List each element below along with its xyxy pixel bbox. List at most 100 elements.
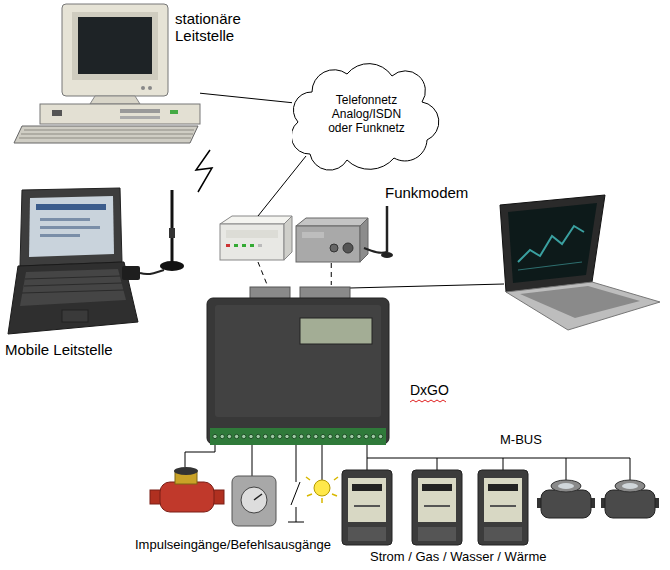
service-laptop	[518, 262, 582, 270]
controller-device	[207, 287, 389, 445]
electricity-meter	[478, 470, 528, 545]
analog-modem	[242, 244, 246, 247]
controller: DxGO	[205, 285, 390, 445]
radio-modem	[296, 226, 360, 262]
electricity-meter	[412, 470, 462, 545]
analog-modem	[220, 224, 284, 260]
controller-device	[300, 287, 350, 299]
terminal-screws	[292, 434, 296, 438]
radio-modem	[386, 206, 389, 252]
device-label: Funkmodem	[385, 184, 468, 201]
water-meter	[541, 490, 591, 518]
mbus-line	[367, 445, 368, 462]
meter-group: Strom / Gas / Wasser / Wärme	[340, 462, 662, 568]
terminal-screws	[220, 434, 224, 438]
station-label: stationäre Leitstelle	[175, 10, 257, 45]
radio-modem	[302, 232, 324, 238]
terminal-screws	[234, 434, 238, 438]
wiring	[322, 445, 323, 480]
electricity-meter	[484, 527, 522, 541]
electricity-meter	[348, 478, 386, 522]
desktop-computer	[170, 110, 178, 114]
analog-modem	[250, 244, 254, 247]
network-line	[258, 156, 306, 216]
terminal-screws	[285, 434, 289, 438]
radio-modem	[343, 243, 353, 253]
wiring	[185, 445, 215, 467]
terminal-screws	[306, 434, 310, 438]
analog-modem	[220, 216, 292, 260]
analog-modem	[226, 230, 278, 238]
service-cable	[350, 284, 504, 288]
network-cloud: Telefonnetz Analog/ISDN oder Funknetz	[292, 62, 447, 172]
controller-device	[300, 318, 372, 344]
water-meter	[601, 480, 659, 518]
mobile-laptop	[62, 310, 88, 322]
service-laptop	[518, 226, 584, 262]
water-meter	[160, 482, 214, 512]
analog-modem	[234, 244, 238, 247]
radio-link-symbol	[196, 150, 212, 192]
mobile-laptop	[36, 204, 106, 210]
desktop-computer	[148, 86, 152, 90]
electricity-meter	[422, 484, 452, 491]
analog-modem	[226, 244, 230, 247]
electricity-meter	[418, 527, 456, 541]
gas-meter	[254, 494, 262, 500]
desktop-computer	[14, 126, 198, 143]
terminal-screws	[278, 434, 282, 438]
wiring	[291, 482, 300, 505]
station-label: Mobile Leitstelle	[5, 341, 113, 358]
mobile-laptop	[8, 188, 184, 334]
io-group: Impulseingänge/Befehlsausgänge	[135, 462, 340, 556]
terminal-screws	[299, 434, 303, 438]
mobile-laptop	[22, 276, 124, 293]
water-meter	[615, 480, 645, 492]
mobile-laptop	[169, 228, 175, 238]
service-laptop	[500, 195, 660, 330]
mobile-laptop	[8, 262, 138, 334]
service-laptop	[520, 286, 640, 318]
group-label: Impulseingänge/Befehlsausgänge	[135, 538, 331, 553]
service-laptop	[506, 282, 660, 330]
bus-label: M-BUS	[500, 433, 542, 448]
terminal-screws	[328, 434, 332, 438]
terminal-screws	[213, 434, 217, 438]
io-wire	[252, 445, 253, 462]
water-meter	[605, 490, 655, 518]
network-line	[200, 93, 292, 103]
water-meter	[551, 480, 581, 492]
network-line	[258, 156, 306, 216]
device-label: DxGO	[410, 382, 449, 398]
mobile-station: Mobile Leitstelle	[5, 185, 140, 335]
cloud-outline	[292, 64, 439, 170]
terminal-screws	[335, 434, 339, 438]
analog-modem	[258, 244, 262, 247]
service-cable	[258, 262, 504, 288]
wiring	[296, 445, 297, 482]
desktop-computer	[19, 130, 194, 138]
controller-device	[215, 305, 381, 417]
water-meter	[622, 483, 638, 489]
terminal-screws	[378, 434, 382, 438]
electricity-meter	[342, 470, 392, 545]
mobile-laptop	[140, 270, 164, 274]
electricity-meter	[484, 478, 522, 522]
mobile-laptop	[29, 196, 114, 257]
service-laptop	[508, 203, 597, 283]
electricity-meter	[478, 470, 528, 545]
electricity-meter	[424, 505, 450, 507]
water-meter	[558, 483, 574, 489]
terminal-screws	[256, 434, 260, 438]
mobile-laptop	[171, 190, 174, 262]
terminal-screws	[213, 434, 383, 438]
gas-meter	[232, 476, 276, 526]
radio-modem	[296, 218, 368, 226]
terminal-screws	[249, 434, 253, 438]
network-label: Telefonnetz Analog/ISDN oder Funknetz	[320, 94, 414, 135]
desktop-computer	[90, 96, 140, 104]
wiring	[288, 507, 304, 522]
terminal-screws	[314, 434, 318, 438]
electricity-meter	[412, 470, 462, 545]
